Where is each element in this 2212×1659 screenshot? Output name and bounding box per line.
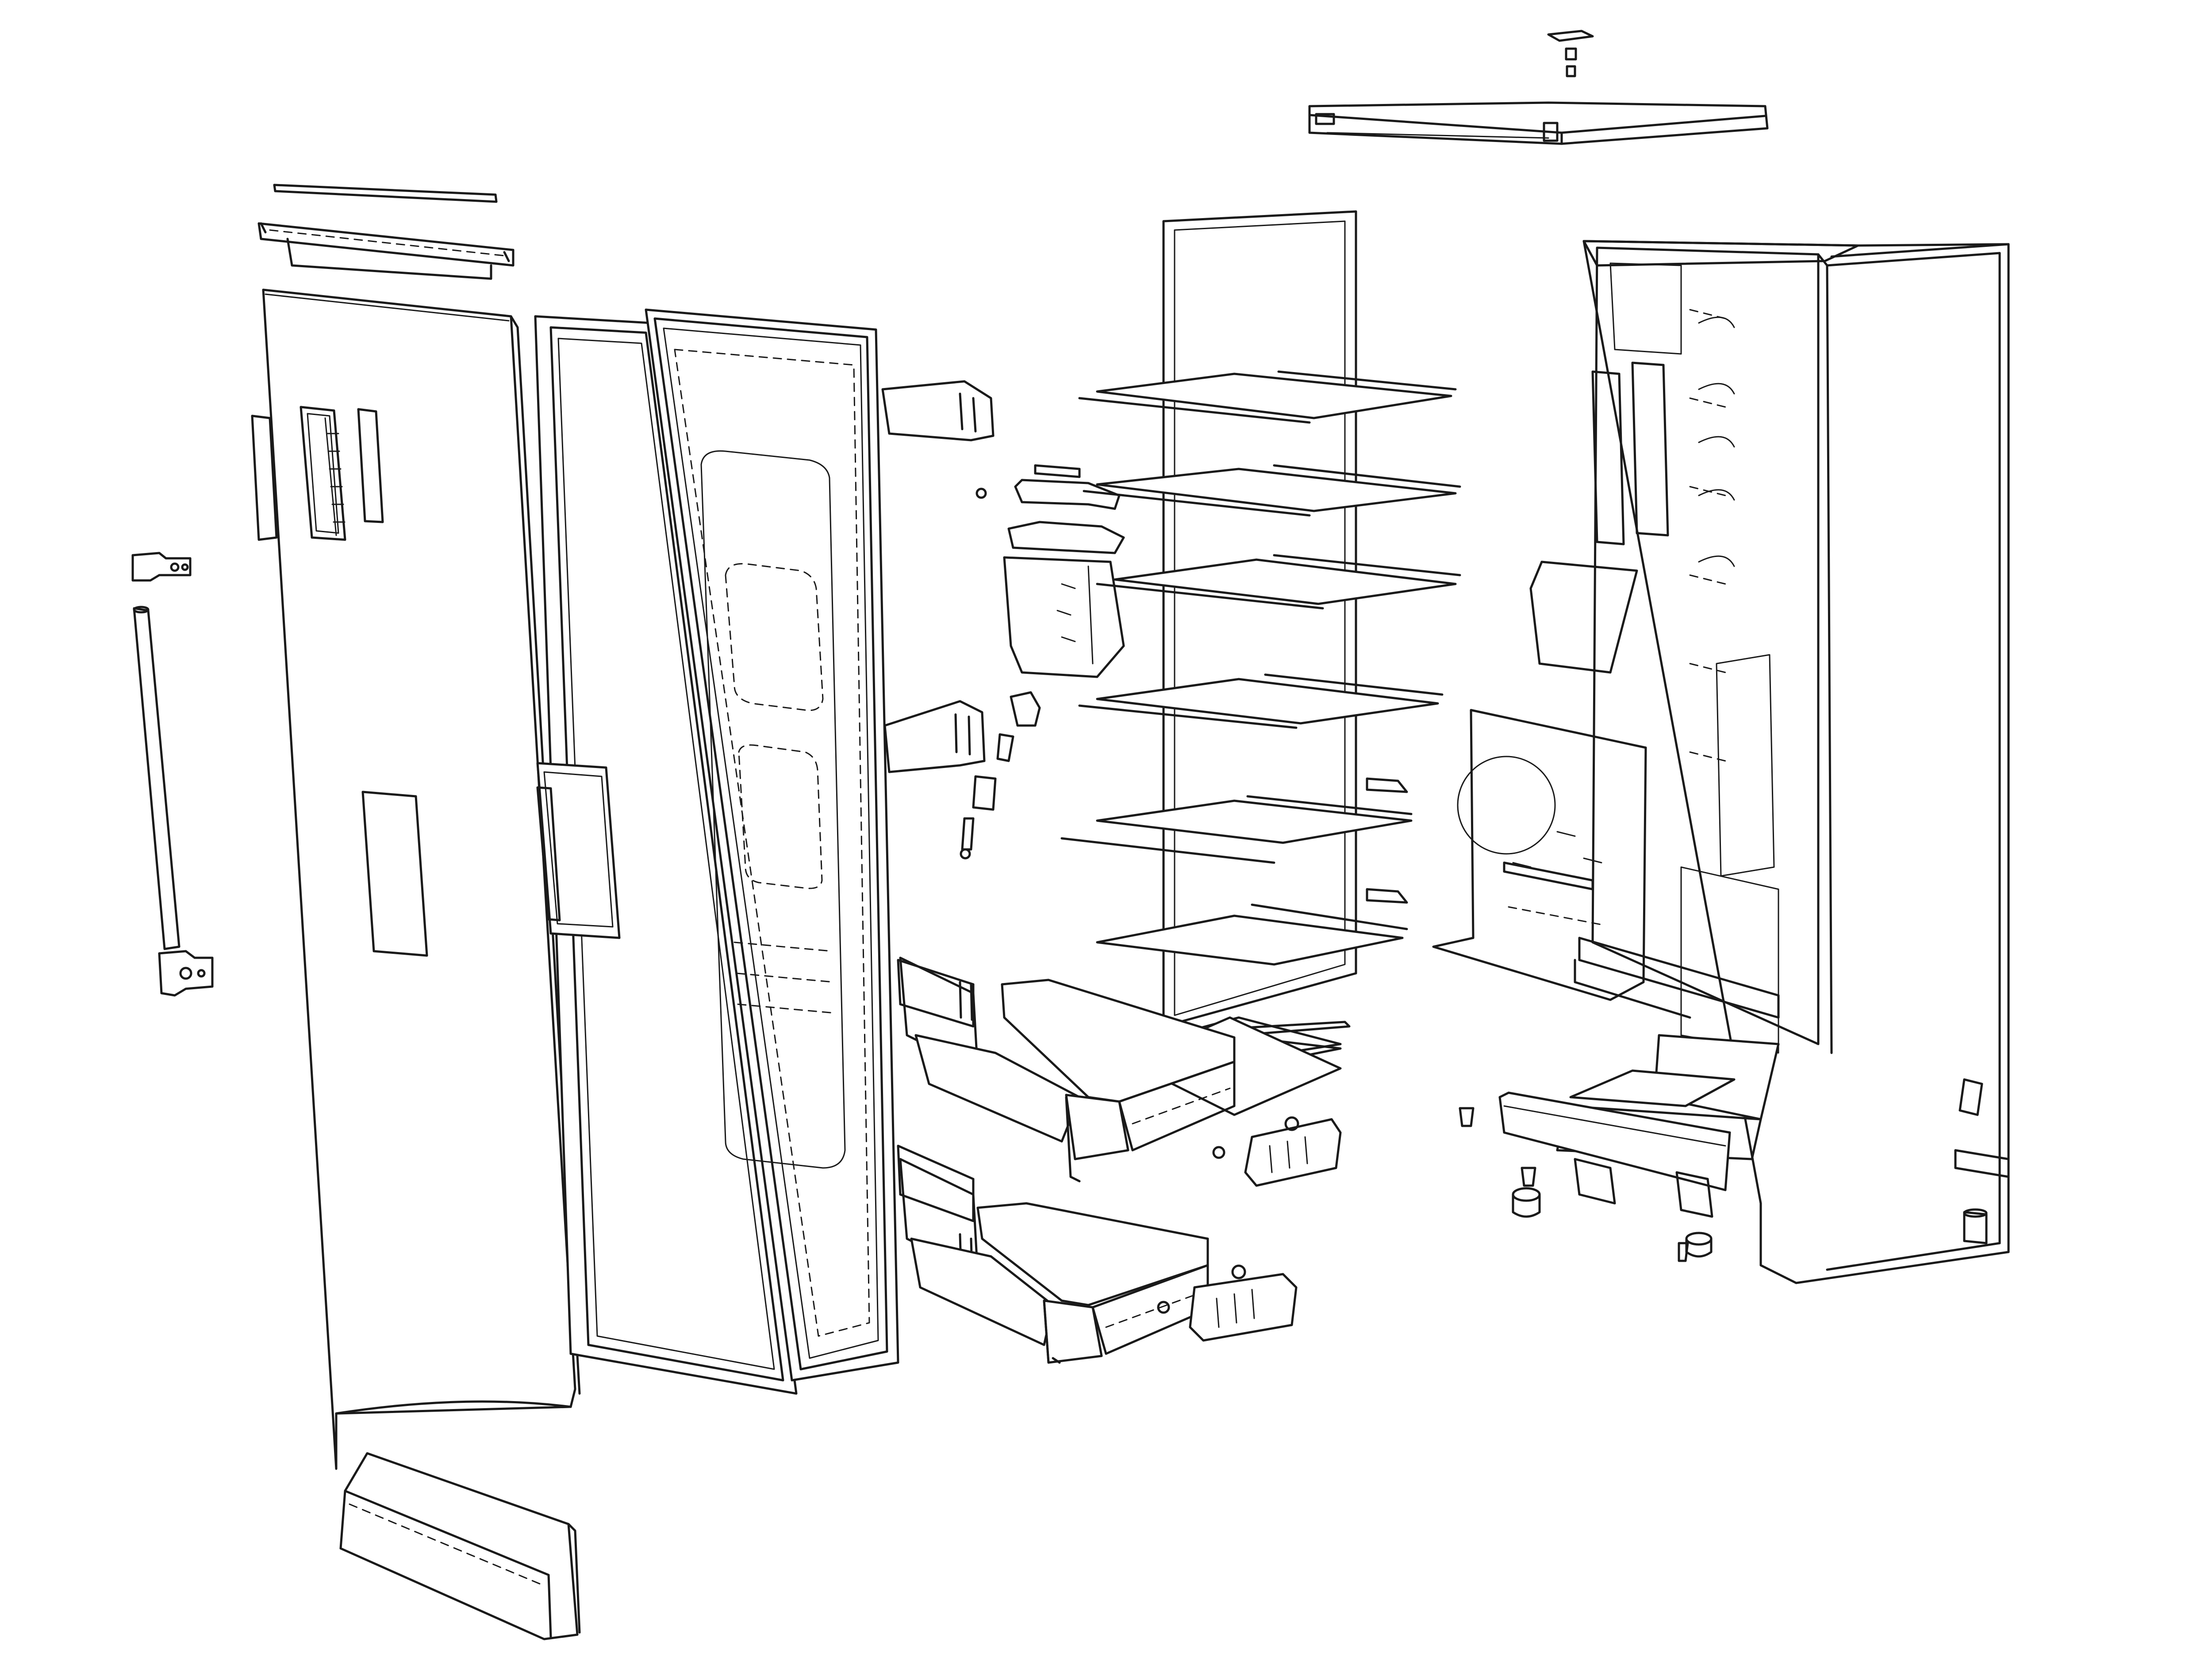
door-outer-panel <box>251 288 581 1470</box>
door-liner-frame <box>534 315 798 1395</box>
glass-shelf <box>1060 370 1461 1072</box>
door-top-trim <box>273 184 498 203</box>
drawer-end-caps <box>1157 1116 1342 1342</box>
door-gasket <box>645 308 899 1382</box>
door-inner-liner <box>700 450 846 1169</box>
crisper-drawer <box>899 956 1236 1364</box>
door-handle <box>324 417 346 536</box>
base-bracket <box>1498 1078 2010 1218</box>
leveling-foot <box>1459 1107 1988 1262</box>
fan-cover-panel <box>1366 561 1647 1001</box>
door-top-cap <box>257 222 515 280</box>
drawer-rail-bracket <box>881 380 995 1271</box>
door-top-hinge <box>131 552 192 582</box>
water-filter-housing <box>960 464 1125 860</box>
door-bottom-trim <box>339 1452 581 1640</box>
top-cover <box>1308 101 1769 145</box>
interior-frame <box>1162 210 1357 1028</box>
top-hinge-cap <box>1547 30 1594 77</box>
door-hinge-rod <box>133 606 180 950</box>
door-bottom-hinge <box>158 950 214 997</box>
